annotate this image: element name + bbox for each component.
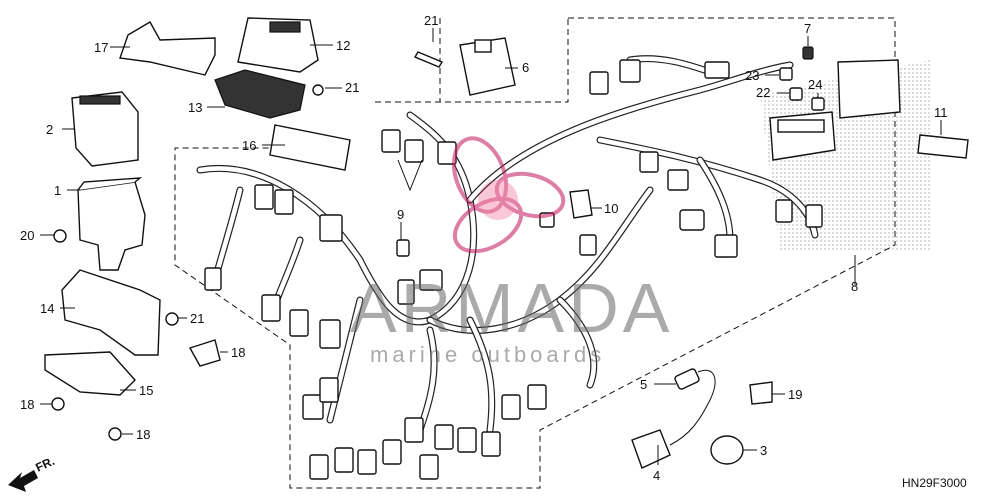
callout-23: 21	[424, 13, 438, 28]
dashed-boundaries	[174, 17, 896, 489]
part-2-control-unit	[71, 91, 139, 167]
callout-4: 4	[653, 468, 660, 483]
callout-17: 17	[94, 40, 108, 55]
callout-18-left: 18	[20, 397, 34, 412]
diagram-code: HN29F3000	[902, 476, 967, 490]
part-fuse-box	[769, 59, 901, 161]
callout-6: 6	[522, 60, 529, 75]
callout-2: 2	[46, 122, 53, 137]
callout-13: 13	[188, 100, 202, 115]
watermark: ARMADA marine outboards	[350, 136, 673, 367]
leader-lines	[40, 28, 942, 465]
callout-21-top: 20	[20, 228, 34, 243]
part-20-clip	[749, 381, 773, 405]
callout-12: 12	[336, 38, 350, 53]
part-6-relay	[459, 37, 516, 96]
callout-21-bottom: 21	[190, 311, 204, 326]
part-25-clip	[779, 67, 793, 81]
callout-1: 1	[54, 183, 61, 198]
part-26-clip	[811, 97, 825, 111]
callout-5: 5	[640, 377, 647, 392]
part-16-bracket	[269, 124, 351, 171]
part-11-sheet	[917, 134, 969, 159]
callout-8: 8	[851, 279, 858, 294]
callout-9: 9	[397, 207, 404, 222]
front-arrow-icon	[8, 470, 38, 492]
bolts	[51, 51, 444, 441]
wire-harness	[196, 55, 819, 434]
callout-14: 14	[40, 301, 54, 316]
watermark-tagline: marine outboards	[370, 342, 605, 367]
part-1-module	[77, 177, 146, 271]
part-19-clamp	[188, 339, 221, 367]
watermark-propeller-icon	[451, 136, 566, 254]
front-direction-indicator: FR.	[8, 454, 57, 492]
harness-connectors	[204, 59, 823, 480]
part-9-connector	[396, 239, 410, 257]
callout-25: 23	[745, 68, 759, 83]
callout-3: 3	[760, 443, 767, 458]
part-14-bracket	[61, 269, 161, 356]
part-15-cover	[44, 351, 136, 396]
callout-7: 7	[804, 21, 811, 36]
callout-labels: 17 12 21 13 2 16 1 20 21 6 7 23 22 24 11…	[20, 13, 948, 483]
part-24-clip	[789, 87, 803, 101]
callout-11: 11	[934, 105, 948, 120]
callout-26: 24	[808, 77, 822, 92]
part-17-cover	[119, 21, 216, 76]
watermark-brand: ARMADA	[350, 269, 673, 347]
part-13-regulator	[214, 69, 306, 119]
part-5-sensor	[669, 368, 716, 446]
part-10-cap	[569, 189, 593, 219]
callout-19: 18	[231, 345, 245, 360]
part-12-unit	[237, 17, 319, 73]
callout-16: 16	[242, 138, 256, 153]
callout-15: 15	[139, 383, 153, 398]
part-4-switch	[631, 429, 671, 469]
callout-18-bottom: 18	[136, 427, 150, 442]
part-3-grommet	[710, 435, 744, 465]
callout-20: 19	[788, 387, 802, 402]
part-7-clip	[802, 46, 814, 60]
callout-22: 21	[345, 80, 359, 95]
callout-24: 22	[756, 85, 770, 100]
front-direction-label: FR.	[33, 454, 56, 475]
callout-10: 10	[604, 201, 618, 216]
